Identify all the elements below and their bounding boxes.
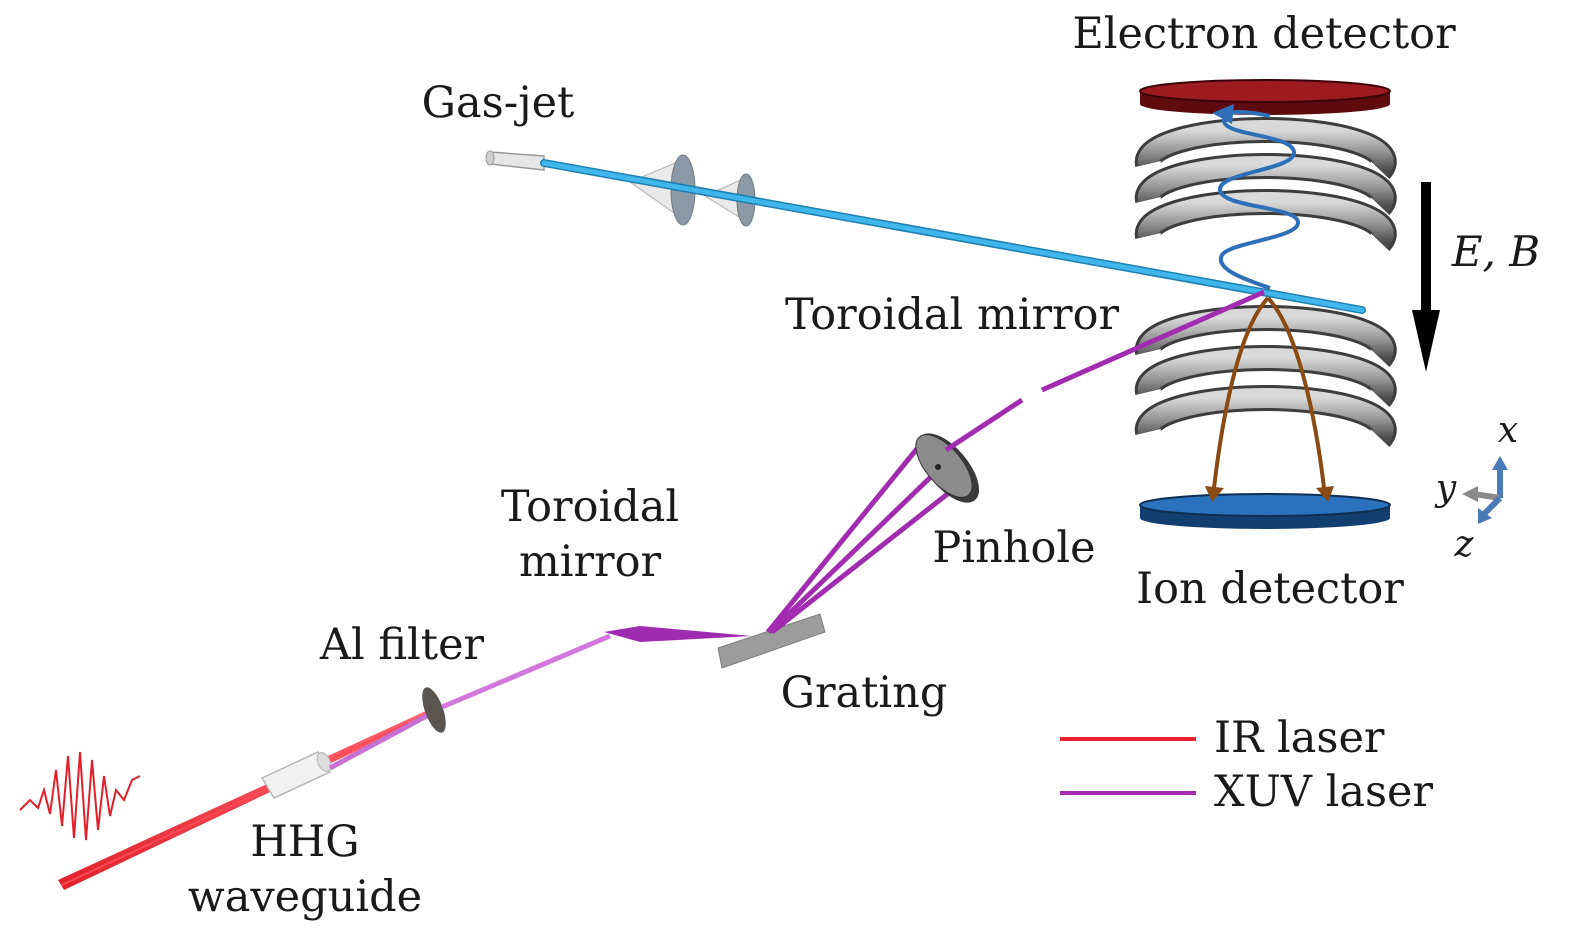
ion-arrow-head-right: [1316, 486, 1334, 502]
field-arrow: [1412, 182, 1440, 372]
al-filter: [422, 687, 446, 733]
diffracted-beams: [766, 443, 952, 634]
label-hhg-1: HHG: [250, 817, 359, 867]
xuv-beam-segment-5: [1040, 289, 1266, 393]
legend-label-xuv: XUV laser: [1214, 767, 1433, 817]
electron-trajectory: [1218, 110, 1300, 290]
label-toroidal-mirror-left-2: mirror: [519, 537, 662, 587]
label-field: E, B: [1451, 227, 1540, 276]
ion-trajectories: [1212, 296, 1326, 489]
lower-spectrometer-rings: [1134, 304, 1397, 447]
label-pinhole: Pinhole: [932, 523, 1095, 573]
hhg-waveguide: [260, 751, 332, 799]
legend-label-ir: IR laser: [1214, 713, 1385, 763]
xuv-beam-segment-4: [944, 397, 1024, 453]
ion-detector: [1139, 493, 1391, 529]
axis-label-y: y: [1434, 468, 1457, 509]
label-gas-jet: Gas-jet: [422, 78, 575, 128]
label-al-filter: Al filter: [319, 620, 485, 670]
label-grating: Grating: [781, 668, 948, 718]
axis-label-z: z: [1454, 524, 1475, 565]
pinhole: [915, 433, 980, 503]
gas-jet-nozzle: [485, 150, 545, 171]
label-toroidal-mirror-top: Toroidal mirror: [785, 290, 1120, 340]
gas-beam-highlight: [541, 160, 1365, 313]
coordinate-axes: x y z: [1434, 410, 1518, 565]
label-electron-detector: Electron detector: [1072, 9, 1456, 59]
legend: IR laser XUV laser: [1060, 713, 1433, 817]
label-toroidal-mirror-left-1: Toroidal: [501, 482, 679, 532]
xuv-beam-segment-1: [328, 710, 434, 771]
electron-detector: [1139, 79, 1391, 115]
label-hhg-2: waveguide: [188, 872, 422, 922]
grating: [717, 613, 826, 669]
xuv-beam-segment-2: [441, 633, 611, 710]
ir-beam-inner: [61, 712, 431, 886]
ion-arrow-head-left: [1205, 486, 1224, 502]
upper-spectrometer-rings: [1134, 116, 1397, 251]
axis-label-x: x: [1498, 410, 1518, 451]
ir-pulse-icon: [19, 751, 141, 841]
electron-arrow-head: [1212, 104, 1234, 124]
label-ion-detector: Ion detector: [1136, 564, 1404, 614]
xuv-beam-segment-3: [604, 626, 752, 642]
